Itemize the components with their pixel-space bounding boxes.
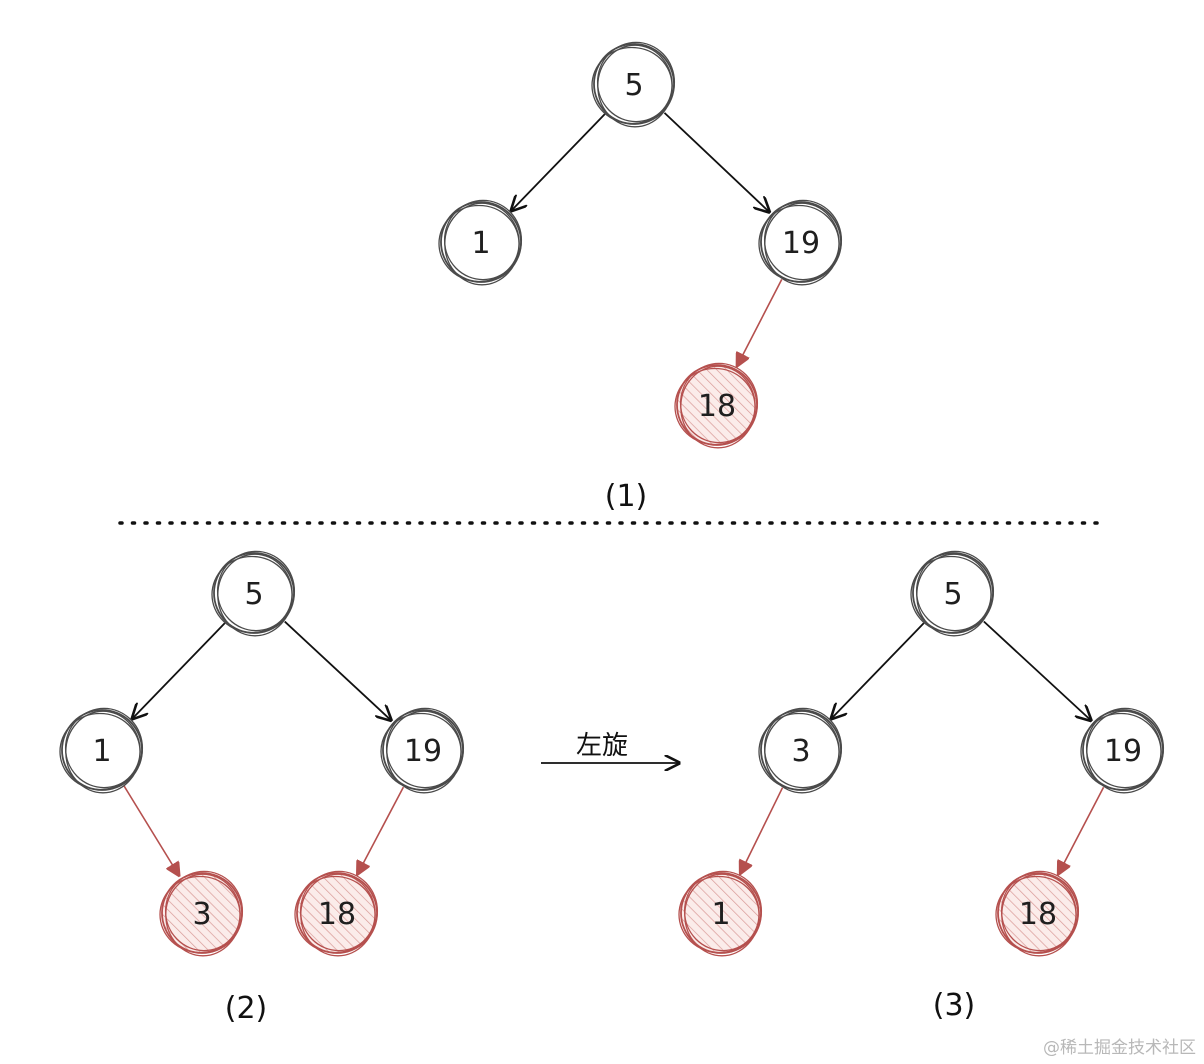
node-t2n19: 19 xyxy=(380,707,465,794)
node-label: 1 xyxy=(711,897,730,932)
nodes-layer: 5 1 19 18 5 1 19 3 18 5 3 19 1 18 xyxy=(59,41,1165,957)
node-label: 19 xyxy=(782,226,820,261)
caption-2: (2) xyxy=(225,991,268,1026)
edge-t3n3-t3n1 xyxy=(740,787,784,874)
edge-t3n5-t3n19 xyxy=(983,620,1091,720)
node-t1n19: 19 xyxy=(758,199,843,286)
node-t2n3: 3 xyxy=(159,870,244,957)
node-label: 18 xyxy=(1019,897,1057,932)
edge-t1n5-t1n19 xyxy=(663,112,770,212)
node-t3n5: 5 xyxy=(910,550,995,637)
edge-t2n5-t2n19 xyxy=(284,620,391,720)
node-label: 1 xyxy=(471,226,490,261)
node-t3n3: 3 xyxy=(758,707,843,794)
node-label: 19 xyxy=(404,734,442,769)
edge-t2n19-t2n18 xyxy=(358,786,405,874)
node-label: 3 xyxy=(791,734,810,769)
node-t1n1: 1 xyxy=(438,199,523,286)
node-t1n18: 18 xyxy=(674,362,759,449)
edges-layer xyxy=(123,112,1105,876)
rotation-label: 左旋 xyxy=(576,731,628,761)
node-t3n19: 19 xyxy=(1080,707,1165,794)
edge-t1n5-t1n1 xyxy=(512,113,606,210)
watermark: @稀土掘金技术社区 xyxy=(1043,1038,1196,1058)
node-label: 5 xyxy=(943,577,962,612)
node-label: 19 xyxy=(1104,734,1142,769)
caption-3: (3) xyxy=(933,988,976,1023)
node-label: 3 xyxy=(192,897,211,932)
node-label: 5 xyxy=(624,68,643,103)
node-t3n18: 18 xyxy=(995,870,1080,957)
node-label: 18 xyxy=(318,897,356,932)
node-label: 18 xyxy=(698,389,736,424)
edge-t1n19-t1n18 xyxy=(737,278,783,366)
edge-t3n19-t3n18 xyxy=(1058,786,1105,874)
node-t1n5: 5 xyxy=(591,41,676,128)
edge-t2n5-t2n1 xyxy=(133,622,226,718)
node-t3n1: 1 xyxy=(678,870,763,957)
node-label: 5 xyxy=(244,577,263,612)
caption-1: (1) xyxy=(605,479,648,514)
node-t2n18: 18 xyxy=(294,870,379,957)
node-t2n5: 5 xyxy=(211,550,296,637)
node-t2n1: 1 xyxy=(59,707,144,794)
edge-t3n5-t3n3 xyxy=(832,622,925,718)
node-label: 1 xyxy=(92,734,111,769)
edge-t2n1-t2n3 xyxy=(123,785,179,876)
